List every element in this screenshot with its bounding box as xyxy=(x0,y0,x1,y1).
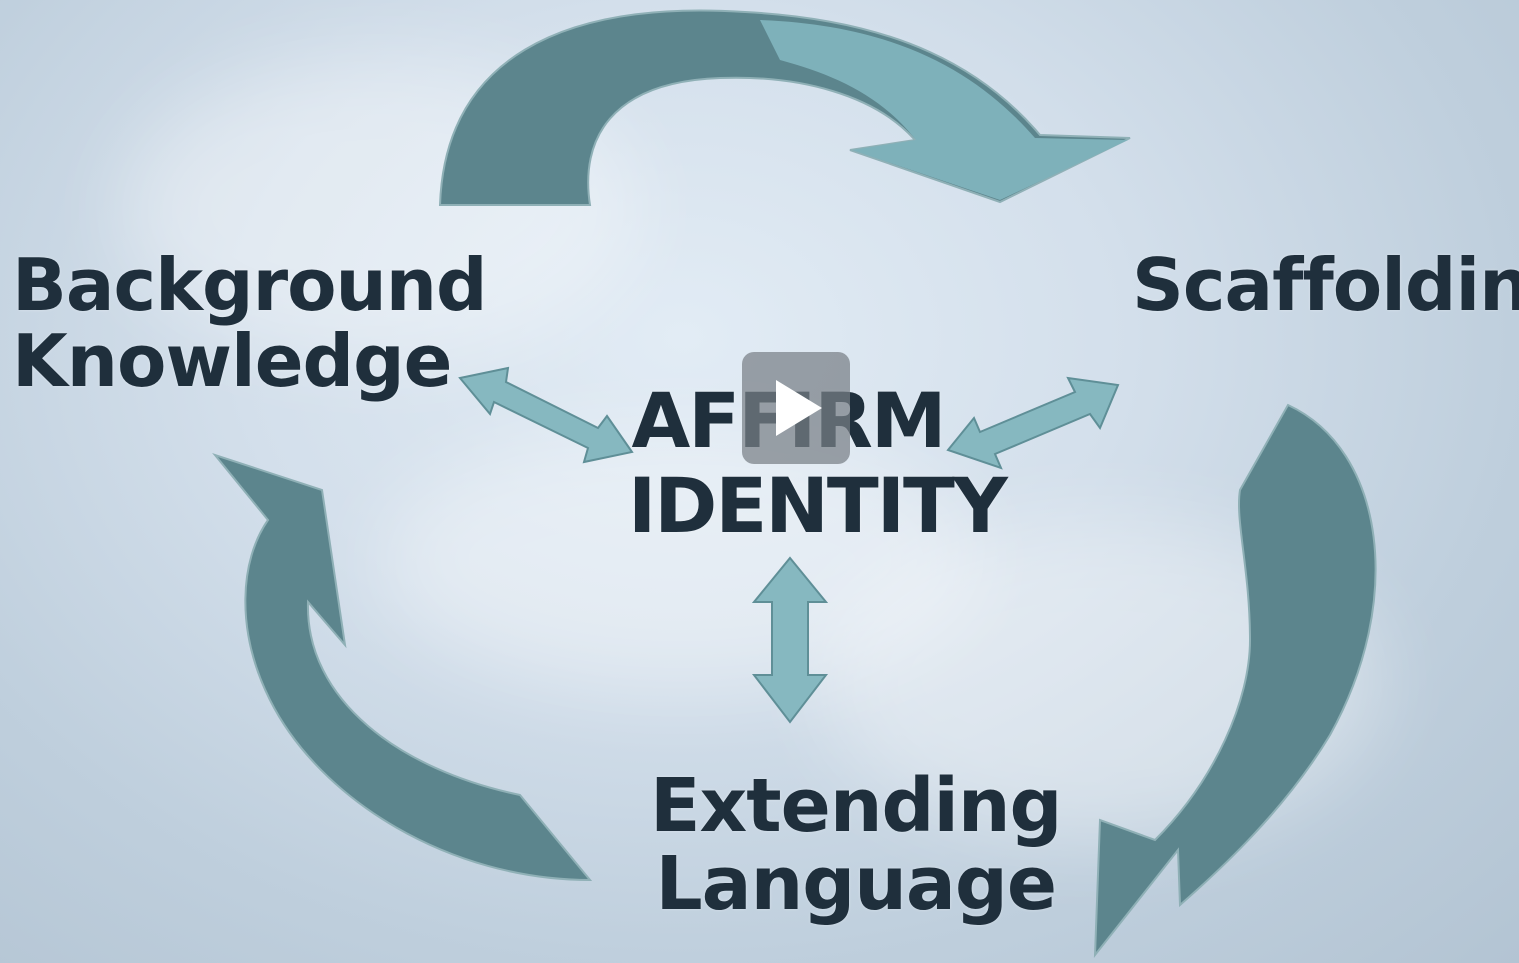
curved-arrow-top-highlight xyxy=(760,20,1128,200)
node-extending-language: Extending Language xyxy=(650,763,1063,927)
curved-arrow-left xyxy=(212,452,593,882)
play-icon[interactable] xyxy=(776,380,822,436)
play-button[interactable] xyxy=(742,352,850,464)
double-arrow-right xyxy=(946,376,1120,470)
background-cloud xyxy=(380,430,980,690)
double-arrow-bottom xyxy=(751,556,829,724)
curved-arrow-right xyxy=(1093,403,1377,959)
node-scaffolding: Scaffolding xyxy=(1132,243,1519,327)
node-background-knowledge: Background Knowledge xyxy=(12,243,488,403)
double-arrow-left xyxy=(458,366,634,464)
